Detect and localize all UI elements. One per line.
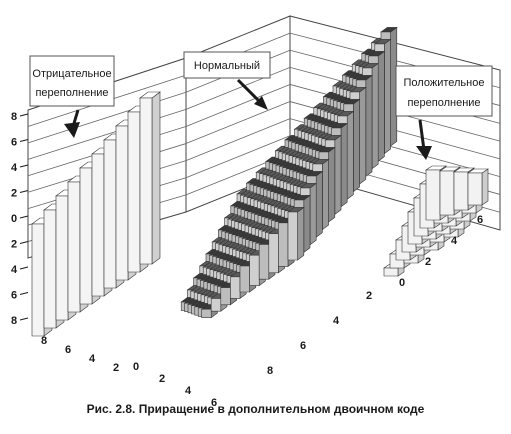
- right-axis-tick-label: 6: [300, 340, 306, 352]
- negative-overflow-bars: [31, 91, 161, 337]
- callout-line-1: Нормальный: [194, 60, 260, 72]
- z-tick: [19, 190, 29, 193]
- positive-overflow-bars: [383, 165, 489, 277]
- right-axis-tick-label: 2: [366, 290, 372, 302]
- front-axis-tick-label: 0: [133, 361, 139, 373]
- z-tick-label: 8: [11, 111, 17, 123]
- right-axis-tick-label: 8: [267, 365, 273, 377]
- bar: [467, 168, 489, 206]
- left-axis-tick-label: 4: [89, 353, 96, 365]
- figure-caption: Рис. 2.8. Приращение в дополнительном дв…: [86, 402, 425, 416]
- gridline: [185, 135, 291, 179]
- bar: [287, 206, 305, 261]
- far-axis-tick-label: 6: [477, 214, 483, 226]
- gridline: [185, 84, 291, 127]
- callout-box: [29, 55, 115, 107]
- z-tick-label: 6: [11, 290, 17, 302]
- callout-line-2: переполнение: [407, 97, 480, 109]
- callout-line-1: Отрицательное: [32, 68, 111, 80]
- z-tick: [19, 266, 29, 270]
- z-tick-label: 4: [11, 162, 18, 174]
- front-axis-tick-label: 2: [159, 373, 165, 385]
- z-tick-label: 2: [11, 239, 17, 251]
- gridline: [185, 118, 291, 162]
- left-axis-tick-label: 8: [41, 335, 47, 347]
- callout-arrow: [418, 119, 426, 151]
- callout-box: [183, 51, 271, 79]
- z-tick: [19, 139, 29, 142]
- axis-tick-labels: 8 6 4 2 0 2 4 6 8 6 4 2 0 2 4 6: [41, 214, 483, 409]
- callout-line-2: переполнение: [35, 87, 108, 99]
- z-tick: [19, 164, 29, 168]
- z-axis: 8 6 4 2 0 2 4 6 8: [11, 111, 29, 327]
- gridline: [185, 101, 291, 144]
- z-tick-label: 4: [11, 264, 18, 276]
- z-tick: [19, 215, 29, 219]
- z-tick: [19, 241, 29, 244]
- z-tick-label: 8: [11, 315, 17, 327]
- bar: [139, 91, 161, 265]
- left-axis-tick-label: 6: [65, 344, 71, 356]
- callout-arrowhead: [254, 96, 268, 110]
- normal-region-bars: [180, 26, 398, 319]
- far-axis-tick-label: 4: [451, 235, 458, 247]
- far-axis-tick-label: 0: [399, 277, 405, 289]
- callout-normal: Нормальный: [183, 51, 271, 110]
- z-tick-label: 2: [11, 188, 17, 200]
- z-tick: [19, 113, 29, 117]
- callout-line-1: Положительное: [404, 77, 485, 89]
- callout-arrowhead: [416, 146, 432, 160]
- right-axis-tick-label: 4: [333, 315, 340, 327]
- far-axis-tick-label: 2: [425, 256, 431, 268]
- callout-positive-overflow: Положительное переполнение: [395, 65, 493, 160]
- callout-negative-overflow: Отрицательное переполнение: [29, 55, 115, 138]
- z-tick: [19, 317, 29, 321]
- z-tick-label: 0: [11, 213, 17, 225]
- front-axis-tick-label: 4: [185, 385, 192, 397]
- z-tick: [19, 292, 29, 295]
- callout-box: [395, 65, 493, 117]
- z-tick-label: 6: [11, 137, 17, 149]
- callout-arrowhead: [64, 122, 80, 138]
- gridline: [185, 66, 291, 110]
- front-axis-tick-label: 6: [211, 397, 217, 409]
- left-axis-tick-label: 2: [113, 362, 119, 374]
